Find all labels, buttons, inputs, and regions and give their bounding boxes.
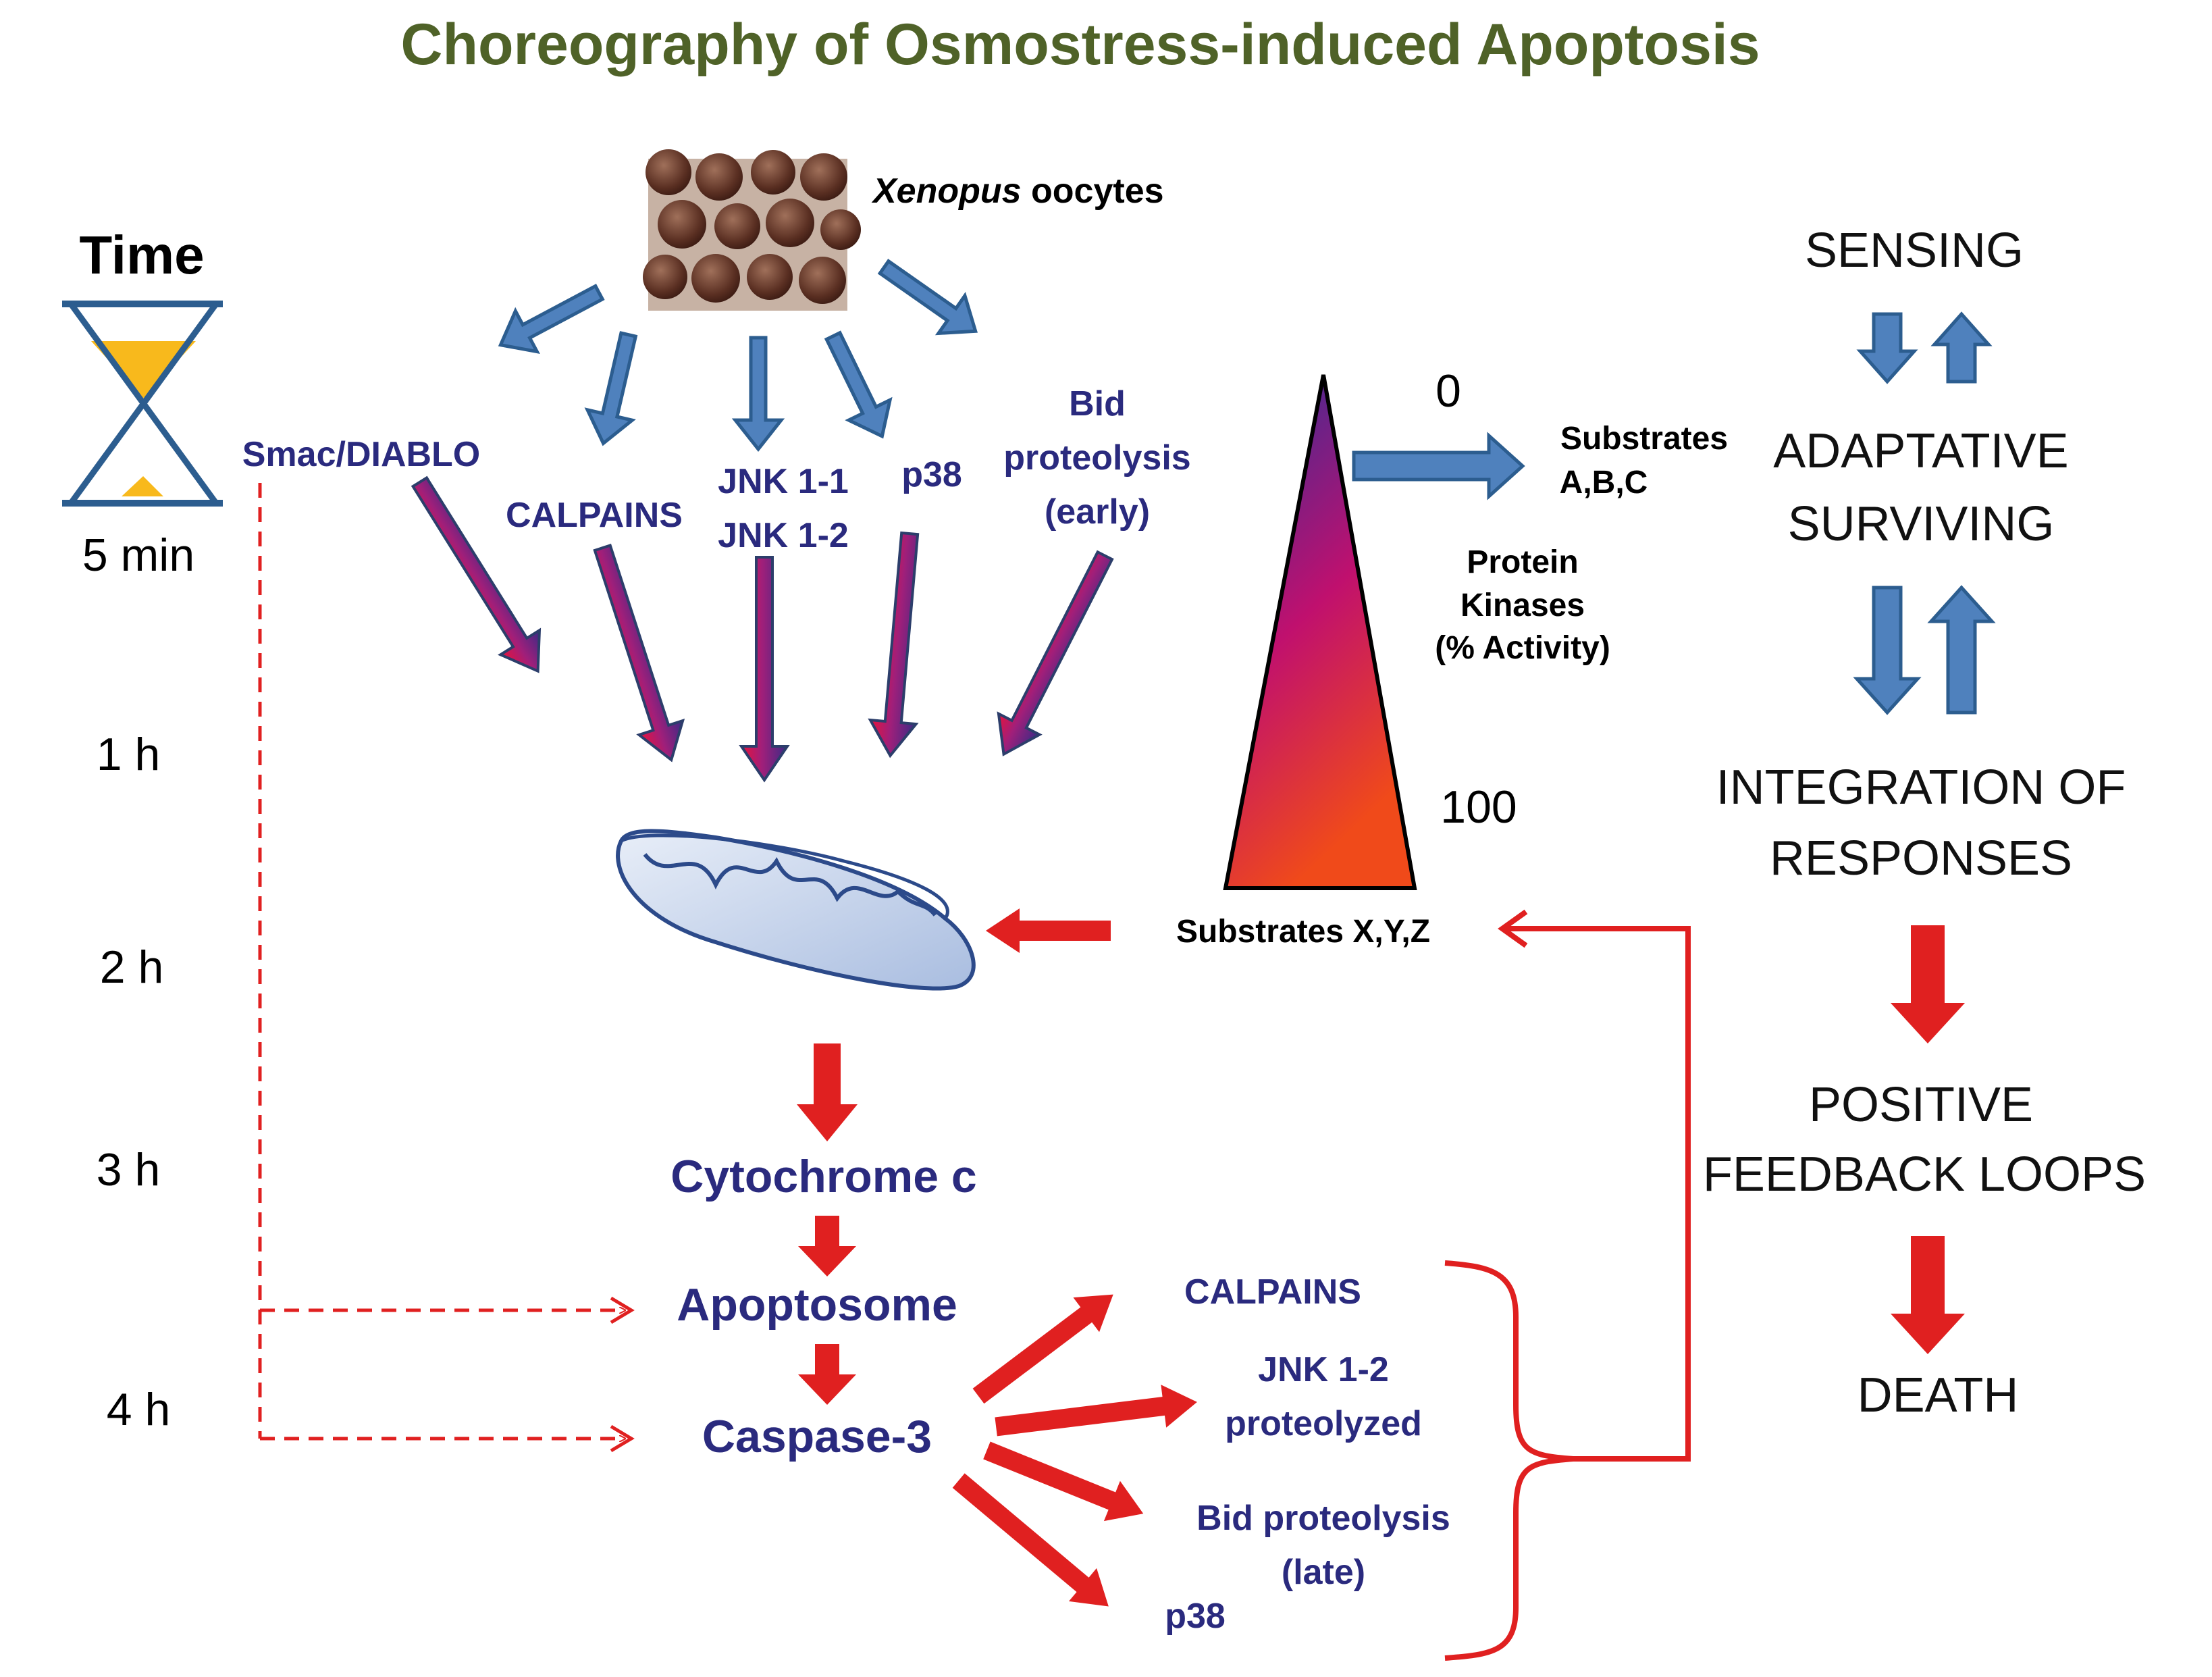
- label-jnk-late-1: JNK 1-2: [1258, 1350, 1389, 1389]
- arrow-feedback-to-death: [1891, 1236, 1965, 1354]
- label-jnk11: JNK 1-1: [718, 462, 849, 501]
- arrow-to-p38-early: [824, 330, 893, 439]
- triangle-top-value: 0: [1436, 365, 1461, 417]
- substrates-abc-label-2: A,B,C: [1560, 465, 1648, 500]
- label-bid-late-1: Bid proteolysis: [1196, 1499, 1450, 1538]
- arrow-xyz-to-mitochondrion: [986, 908, 1111, 953]
- gradient-arrow-3: [739, 556, 790, 783]
- late-red-arrows: [952, 1294, 1197, 1607]
- cytochrome-c-label: Cytochrome c: [670, 1151, 976, 1202]
- diagram-title: Choreography of Osmostress-induced Apopt…: [400, 12, 1760, 77]
- label-bid-late-2: (late): [1282, 1553, 1365, 1592]
- label-p38-late: p38: [1165, 1597, 1226, 1636]
- gradient-arrow-4: [868, 531, 920, 758]
- arrow-to-jnk-late: [995, 1385, 1197, 1437]
- stage-feedback-1: POSITIVE: [1809, 1078, 2033, 1132]
- early-blue-arrows: [498, 259, 978, 453]
- time-label-3h: 3 h: [97, 1144, 161, 1195]
- gradient-arrow-2: [593, 543, 685, 763]
- smac-dashed-connector: [258, 483, 625, 1439]
- arrow-to-calpains-early: [584, 331, 638, 446]
- label-calpains-late: CALPAINS: [1184, 1272, 1361, 1312]
- label-jnk12: JNK 1-2: [718, 516, 849, 555]
- stage-death: DEATH: [1858, 1368, 2019, 1422]
- label-bid-early-2: proteolysis: [1003, 438, 1190, 478]
- arrow-integration-to-feedback: [1891, 925, 1965, 1043]
- dashed-arrowheads: [610, 1296, 635, 1453]
- arrow-to-p38-late: [952, 1473, 1109, 1607]
- time-label-2h: 2 h: [100, 941, 164, 993]
- arrow-to-smac: [498, 284, 605, 354]
- triangle-bottom-value: 100: [1440, 781, 1517, 833]
- time-label-5min: 5 min: [82, 530, 194, 581]
- feedback-loop-arrowhead: [1498, 909, 1528, 948]
- feedback-loop-line: [1506, 926, 1691, 1462]
- label-p38-early: p38: [901, 455, 962, 494]
- label-bid-early-3: (early): [1045, 492, 1150, 532]
- stage-sensing: SENSING: [1805, 224, 2024, 278]
- stage-adaptive-2: SURVIVING: [1788, 497, 2055, 551]
- arrow-apoptosome-to-caspase: [798, 1344, 856, 1405]
- kinase-activity-triangle: [1223, 374, 1417, 890]
- stage-integration-2: RESPONSES: [1770, 831, 2072, 885]
- arrow-to-bid-late: [983, 1441, 1144, 1522]
- time-label-1h: 1 h: [97, 729, 161, 780]
- protein-kinases-label-2: Kinases: [1460, 588, 1585, 623]
- protein-kinases-label-1: Protein: [1467, 544, 1578, 580]
- label-smac-diablo: Smac/DIABLO: [242, 435, 481, 474]
- late-targets-bracket: [1444, 1260, 1574, 1661]
- arrow-to-bid-early: [877, 259, 978, 336]
- arrow-to-jnk-early: [731, 336, 785, 453]
- caspase-3-label: Caspase-3: [702, 1411, 932, 1462]
- substrates-abc-label-1: Substrates: [1560, 421, 1728, 457]
- oocytes-label: Xenopus oocytes: [871, 172, 1164, 211]
- arrow-to-calpains-late: [972, 1294, 1113, 1404]
- stage-integration-1: INTEGRATION OF: [1716, 760, 2126, 815]
- arrow-cytochrome-to-apoptosome: [798, 1216, 856, 1276]
- oocytes-image: [643, 149, 861, 311]
- hourglass-icon: [62, 301, 223, 507]
- substrates-xyz-label: Substrates X,Y,Z: [1176, 914, 1430, 950]
- arrow-to-substrates-abc: [1352, 432, 1525, 500]
- apoptosome-label: Apoptosome: [677, 1279, 957, 1331]
- time-heading: Time: [79, 225, 204, 285]
- gradient-arrow-5: [997, 550, 1114, 756]
- adaptive-bidirectional-arrows: [1853, 585, 1996, 715]
- protein-kinases-label-3: (% Activity): [1435, 630, 1610, 666]
- mitochondrion-icon: [616, 829, 976, 991]
- gradient-arrows: [411, 475, 1114, 783]
- label-calpains-early: CALPAINS: [506, 496, 683, 535]
- label-jnk-late-2: proteolyzed: [1225, 1404, 1422, 1443]
- label-bid-early-1: Bid: [1069, 384, 1126, 423]
- stage-adaptive-1: ADAPTATIVE: [1773, 424, 2068, 478]
- sensing-bidirectional-arrows: [1856, 311, 1993, 384]
- gradient-arrow-1: [411, 475, 542, 673]
- time-label-4h: 4 h: [107, 1384, 171, 1435]
- arrow-mito-to-cytochrome: [797, 1043, 858, 1141]
- stage-feedback-2: FEEDBACK LOOPS: [1703, 1147, 2146, 1202]
